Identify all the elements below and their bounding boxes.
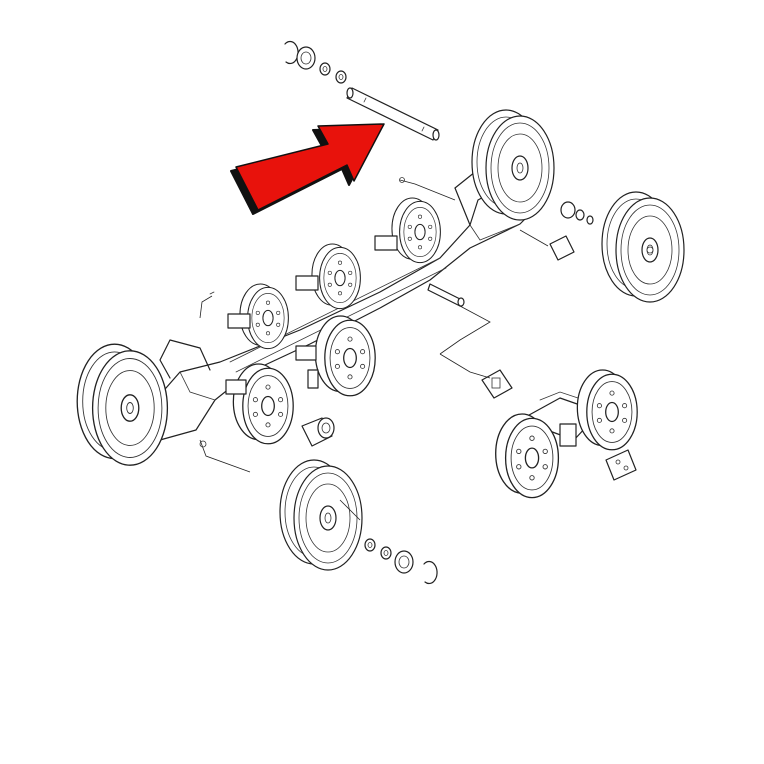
axle-pin — [346, 87, 440, 141]
top-washer-2 — [335, 70, 347, 84]
mid-roller-4 — [314, 315, 376, 397]
mid-roller-5 — [232, 363, 294, 445]
mid-roller-1 — [391, 197, 441, 264]
bogie-pad-top — [481, 369, 513, 399]
bottom-washer-1 — [364, 538, 376, 552]
mid-roller-2 — [311, 243, 361, 310]
leader-lines — [199, 177, 549, 521]
red-arrow-icon — [230, 123, 385, 215]
large-wheel-rear-left — [77, 344, 167, 465]
bogie-subassembly — [495, 369, 638, 499]
bottom-washer-2 — [380, 546, 392, 560]
top-snap-ring — [284, 40, 299, 65]
lower-bushing — [301, 417, 335, 447]
large-wheel-bottom — [280, 460, 362, 570]
bottom-snap-ring — [423, 560, 438, 585]
bogie-pad-bottom — [605, 449, 637, 481]
bracket-details — [225, 235, 398, 395]
lower-pin — [427, 283, 465, 307]
large-wheel-right — [602, 192, 684, 302]
bottom-bearing-cap — [394, 550, 414, 574]
right-bushing — [549, 201, 594, 261]
top-washer-1 — [319, 62, 331, 76]
top-bearing-cap — [296, 46, 316, 70]
